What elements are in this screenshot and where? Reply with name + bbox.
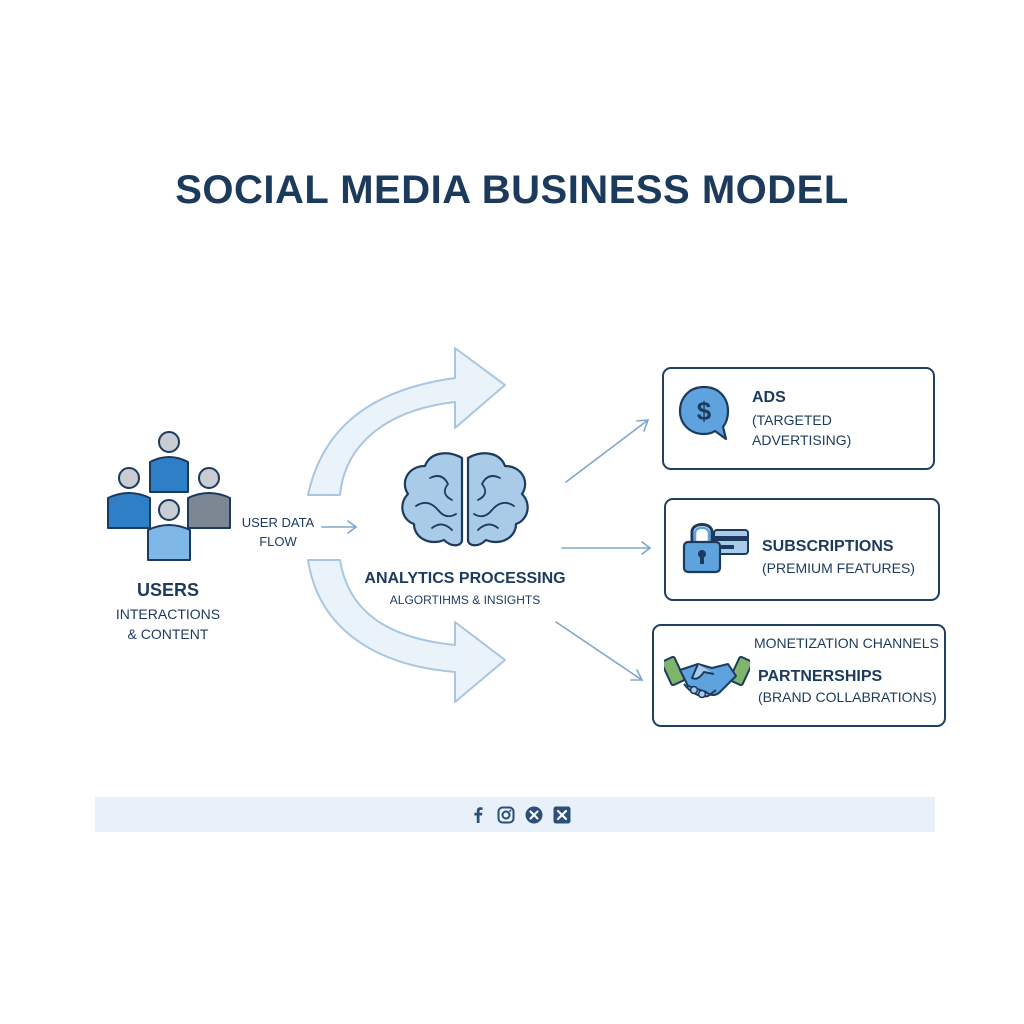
- partnerships-subtitle: (BRAND COLLABRATIONS): [758, 689, 937, 705]
- analytics-title: ANALYTICS PROCESSING: [364, 570, 566, 587]
- channel-card-ads: $ ADS (TARGETED ADVERTISING): [662, 367, 935, 470]
- partnerships-title: PARTNERSHIPS: [758, 668, 883, 685]
- channel-card-partnerships: MONETIZATION CHANNELS PARTNERSHIPS (BRAN…: [652, 624, 946, 727]
- svg-text:$: $: [697, 396, 712, 426]
- flow-label-line1: USER DATA: [241, 515, 315, 530]
- users-group-icon: [107, 431, 231, 561]
- brain-icon: [401, 452, 529, 547]
- ads-subtitle-line2: ADVERTISING): [752, 432, 852, 448]
- ads-title: ADS: [752, 389, 786, 406]
- ads-subtitle-line1: (TARGETED: [752, 412, 832, 428]
- cycle-arrow-bottom: [307, 559, 506, 703]
- ads-subtitle: (TARGETED ADVERTISING): [752, 410, 851, 450]
- flow-label-line2: FLOW: [259, 534, 297, 549]
- handshake-icon: [664, 655, 750, 699]
- facebook-icon[interactable]: [468, 805, 488, 825]
- users-subtitle: INTERACTIONS & CONTENT: [96, 604, 240, 644]
- users-title: USERS: [136, 580, 199, 600]
- cycle-arrow-top: [307, 347, 506, 496]
- page-title: SOCIAL MEDIA BUSINESS MODEL: [175, 168, 849, 212]
- footer-bar: [95, 797, 935, 832]
- channel-connectors: [555, 419, 652, 681]
- monetization-channels-heading: MONETIZATION CHANNELS: [754, 635, 939, 651]
- dollar-speech-bubble-icon: $: [678, 385, 730, 441]
- analytics-subtitle: ALGORTIHMS & INSIGHTS: [389, 593, 541, 607]
- subscriptions-title: SUBSCRIPTIONS: [762, 538, 894, 555]
- subscriptions-subtitle: (PREMIUM FEATURES): [762, 560, 915, 576]
- channel-card-subscriptions: SUBSCRIPTIONS (PREMIUM FEATURES): [664, 498, 940, 601]
- flow-label: USER DATA FLOW: [240, 513, 316, 551]
- instagram-icon[interactable]: [496, 805, 516, 825]
- x-square-icon[interactable]: [552, 805, 572, 825]
- padlock-card-icon: [682, 523, 749, 574]
- flow-arrow: [321, 520, 358, 534]
- x-circle-icon[interactable]: [524, 805, 544, 825]
- social-icons-row: [468, 804, 572, 826]
- users-subtitle-line2: & CONTENT: [127, 626, 209, 642]
- users-subtitle-line1: INTERACTIONS: [115, 606, 221, 622]
